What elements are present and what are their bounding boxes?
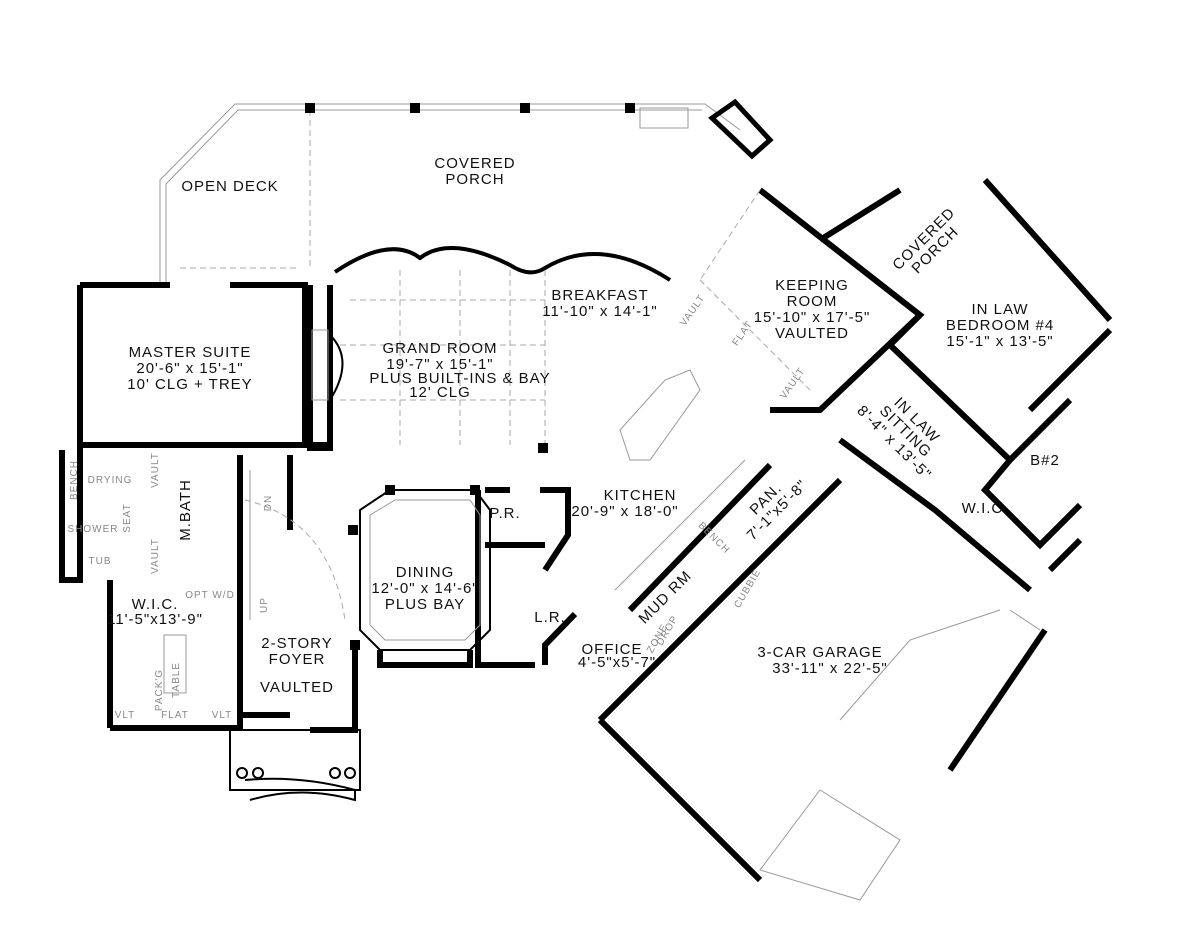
packing-note: PACK'G xyxy=(154,669,165,711)
dining-label: DINING xyxy=(396,564,455,581)
vlt-note: VLT xyxy=(115,710,136,721)
shower-note: SHOWER xyxy=(68,524,119,535)
covered-porch-label: COVERED xyxy=(434,155,515,172)
in-law-bedroom-label: IN LAW xyxy=(971,301,1028,318)
office-dims: 4'-5"x5'-7" xyxy=(578,654,656,671)
table-note: TABLE xyxy=(171,662,182,698)
breakfast-label: BREAKFAST xyxy=(551,287,648,304)
deck-outline xyxy=(159,98,774,282)
master-wic-label: W.I.C. xyxy=(132,596,179,613)
keeping-room-note: VAULTED xyxy=(775,325,849,342)
foyer-label: 2-STORY xyxy=(261,635,332,652)
master-suite-label: MASTER SUITE xyxy=(129,344,252,361)
keeping-room-dims: 15'-10" x 17'-5" xyxy=(754,309,871,326)
entry-porch xyxy=(229,729,361,802)
bays xyxy=(244,189,811,651)
in-law-bedroom-dims: 15'-1" x 13'-5" xyxy=(946,333,1053,350)
seat-note: SEAT xyxy=(122,503,133,532)
tub-note: TUB xyxy=(89,556,112,567)
bath-2-label: B#2 xyxy=(1030,452,1060,469)
open-deck-label: OPEN DECK xyxy=(181,178,278,195)
grand-room-clg: 12' CLG xyxy=(409,384,471,401)
master-wic-dims: 11'-5"x13'-9" xyxy=(107,611,203,628)
keeping-vault-note: VAULT xyxy=(778,366,808,402)
stair-up-note: UP xyxy=(259,597,270,613)
walls xyxy=(59,178,1113,883)
kitchen-dims: 20'-9" x 18'-0" xyxy=(571,503,678,520)
opt-wd-note: OPT W/D xyxy=(185,590,235,601)
master-suite-note: 10' CLG + TREY xyxy=(127,376,252,393)
flat-note: FLAT xyxy=(161,710,189,721)
dining-dims: 12'-0" x 14'-6" xyxy=(371,580,478,597)
master-suite-dims: 20'-6" x 15'-1" xyxy=(136,360,243,377)
bench-note: BENCH xyxy=(69,460,80,500)
grand-room-label: GRAND ROOM xyxy=(383,340,498,357)
covered-porch-label-2: PORCH xyxy=(445,171,504,188)
garage-label: 3-CAR GARAGE xyxy=(757,644,882,661)
foyer-label-2: FOYER xyxy=(269,651,326,668)
master-bath-label: M.BATH xyxy=(177,479,194,541)
office-label: OFFICE xyxy=(582,641,643,658)
dining-note: PLUS BAY xyxy=(385,596,465,613)
garage-dims: 33'-11" x 22'-5" xyxy=(772,660,888,677)
grand-room-dims: 19'-7" x 15'-1" xyxy=(386,356,493,373)
vault-note-2: VAULT xyxy=(150,538,161,574)
foyer-note: VAULTED xyxy=(260,679,334,696)
grand-room-note: PLUS BUILT-INS & BAY xyxy=(369,370,550,387)
stair-dn-note: DN xyxy=(263,495,274,511)
vlt-note-2: VLT xyxy=(212,710,233,721)
vault-note: VAULT xyxy=(150,452,161,488)
keeping-room-label: KEEPING xyxy=(775,277,849,294)
drying-note: DRYING xyxy=(88,475,133,486)
powder-room-label: P.R. xyxy=(489,505,520,522)
keeping-flat-note: FLAT xyxy=(730,319,755,348)
kitchen-label: KITCHEN xyxy=(604,487,677,504)
in-law-wic-label: W.I.C. xyxy=(962,500,1009,517)
garage-outline xyxy=(759,609,1041,901)
keeping-room-label-2: ROOM xyxy=(787,293,838,310)
breakfast-dims: 11'-10" x 14'-1" xyxy=(542,303,658,320)
breakfast-vault-note: VAULT xyxy=(678,293,708,329)
in-law-bedroom-label-2: BEDROOM #4 xyxy=(946,317,1054,334)
laundry-label: L.R. xyxy=(534,609,566,626)
